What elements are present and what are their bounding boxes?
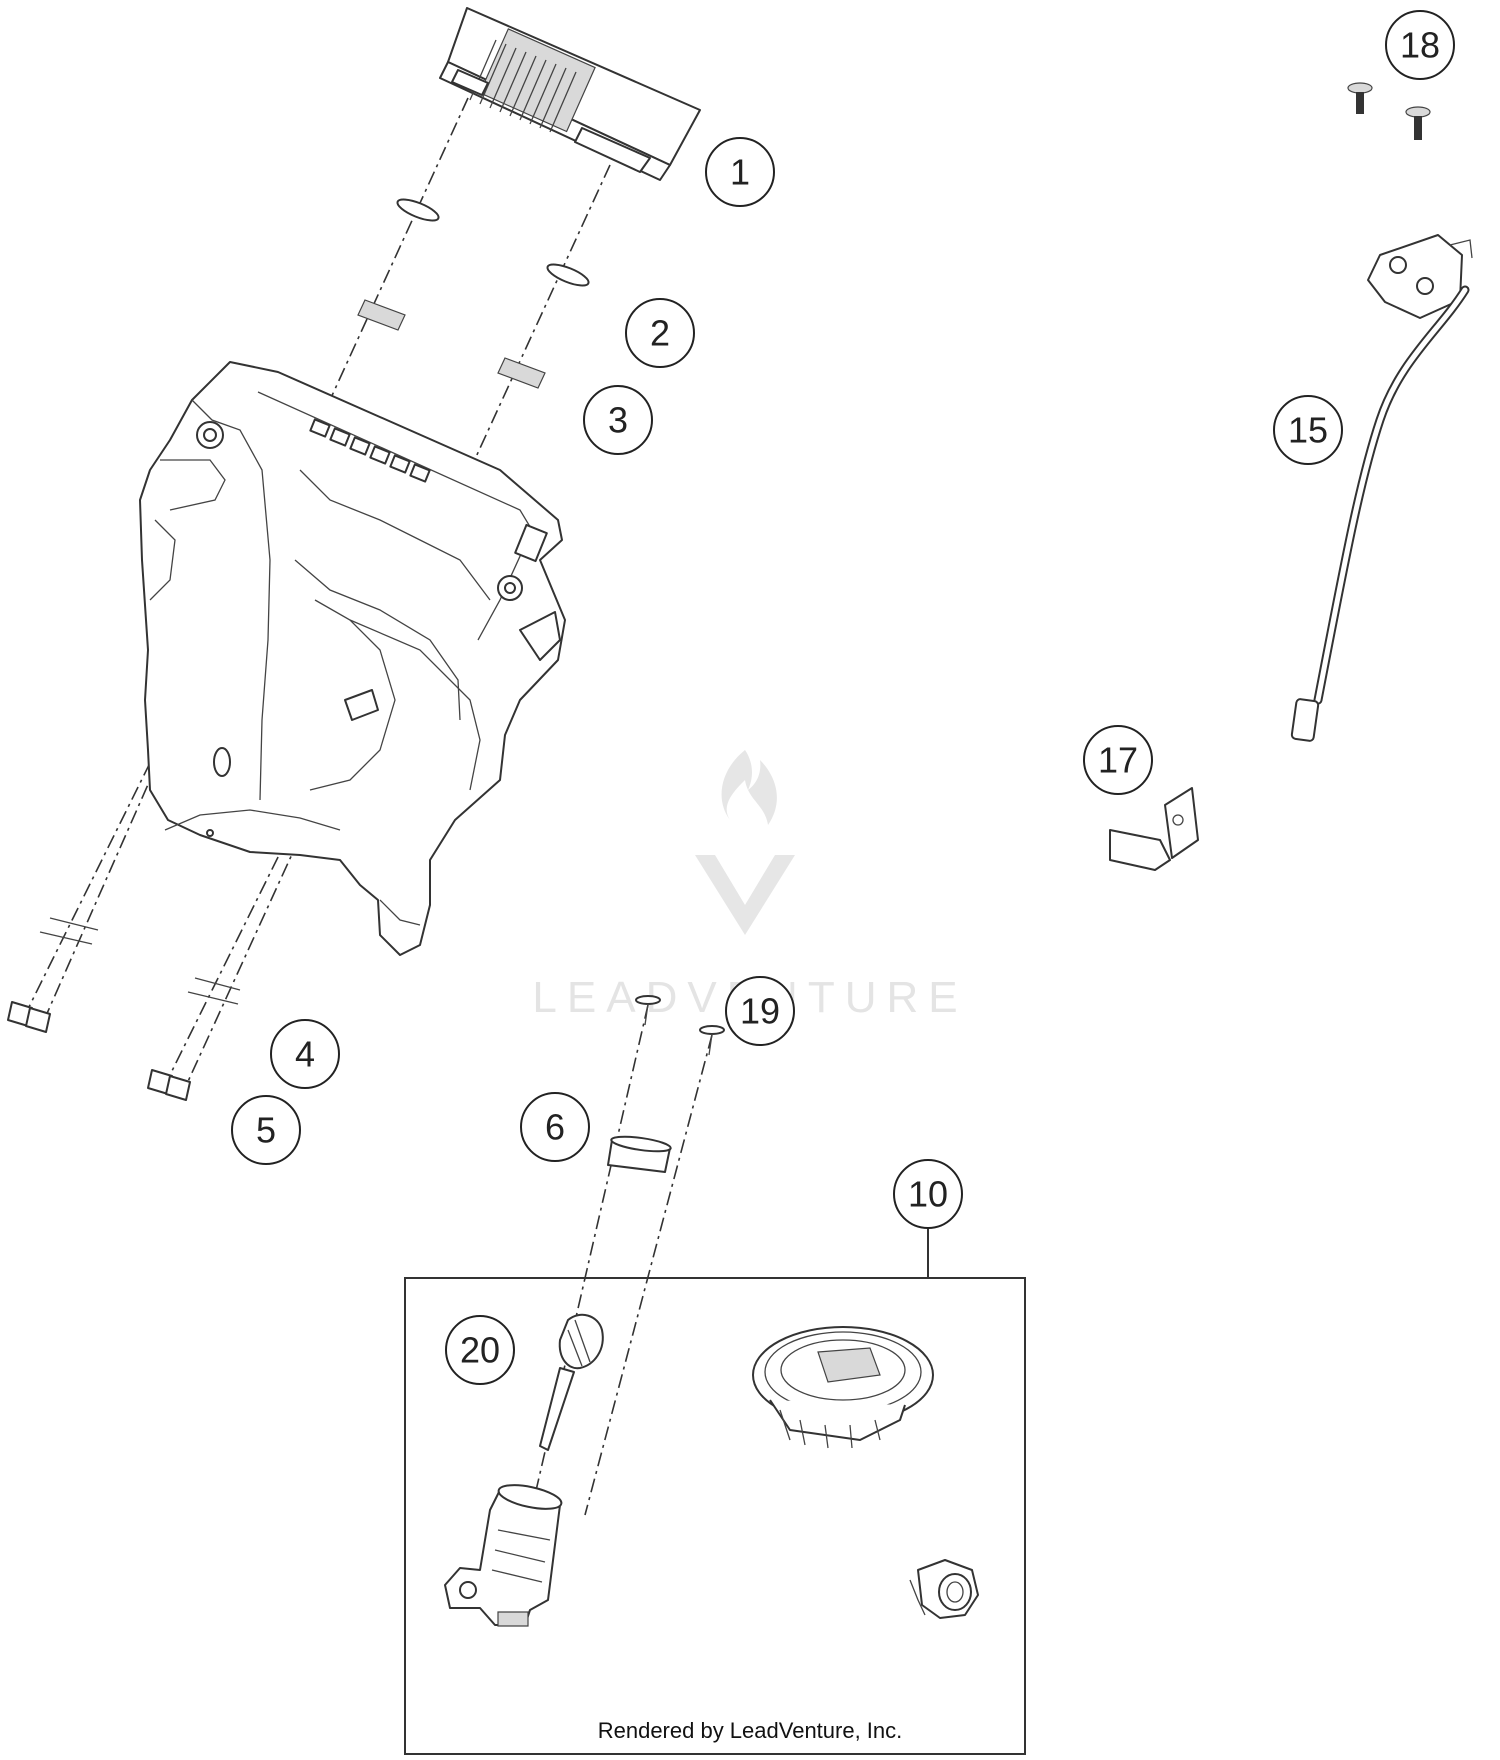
svg-text:2: 2 bbox=[650, 313, 670, 354]
callout-19[interactable]: 19 bbox=[725, 976, 795, 1046]
callout-5[interactable]: 5 bbox=[231, 1095, 301, 1165]
svg-text:3: 3 bbox=[608, 400, 628, 441]
small-bracket bbox=[1110, 788, 1198, 870]
dashboard-bracket bbox=[140, 362, 565, 955]
callout-3[interactable]: 3 bbox=[583, 385, 653, 455]
small-screws bbox=[636, 996, 724, 1055]
rubber-washers bbox=[395, 195, 591, 289]
callout-1[interactable]: 1 bbox=[705, 137, 775, 207]
footer-credit: Rendered by LeadVenture, Inc. bbox=[598, 1718, 903, 1743]
svg-text:19: 19 bbox=[740, 991, 780, 1032]
callout-10[interactable]: 10 bbox=[893, 1159, 963, 1229]
top-screws bbox=[1348, 83, 1430, 140]
svg-text:18: 18 bbox=[1400, 25, 1440, 66]
key bbox=[540, 1315, 603, 1450]
callout-18[interactable]: 18 bbox=[1385, 10, 1455, 80]
svg-text:15: 15 bbox=[1288, 410, 1328, 451]
svg-text:5: 5 bbox=[256, 1110, 276, 1151]
svg-text:17: 17 bbox=[1098, 740, 1138, 781]
callouts: 1 2 3 4 5 6 10 15 bbox=[231, 10, 1455, 1385]
watermark-flame-icon bbox=[695, 750, 795, 935]
callout-15[interactable]: 15 bbox=[1273, 395, 1343, 465]
svg-text:4: 4 bbox=[295, 1034, 315, 1075]
seat-lock bbox=[910, 1560, 978, 1618]
lock-set-box: Rendered by LeadVenture, Inc. bbox=[405, 1228, 1025, 1754]
callout-17[interactable]: 17 bbox=[1083, 725, 1153, 795]
ignition-lock bbox=[445, 1481, 563, 1626]
svg-text:20: 20 bbox=[460, 1330, 500, 1371]
svg-text:1: 1 bbox=[730, 152, 750, 193]
svg-text:10: 10 bbox=[908, 1174, 948, 1215]
callout-2[interactable]: 2 bbox=[625, 298, 695, 368]
sleeve bbox=[608, 1134, 672, 1172]
fuel-cap bbox=[753, 1327, 933, 1448]
callout-6[interactable]: 6 bbox=[520, 1092, 590, 1162]
sensor-cable bbox=[1291, 235, 1472, 741]
dashboard-display bbox=[440, 8, 700, 180]
callout-4[interactable]: 4 bbox=[270, 1019, 340, 1089]
svg-text:6: 6 bbox=[545, 1107, 565, 1148]
spacer-bushings bbox=[358, 300, 545, 388]
mounting-bolts bbox=[8, 918, 240, 1100]
callout-20[interactable]: 20 bbox=[445, 1315, 515, 1385]
